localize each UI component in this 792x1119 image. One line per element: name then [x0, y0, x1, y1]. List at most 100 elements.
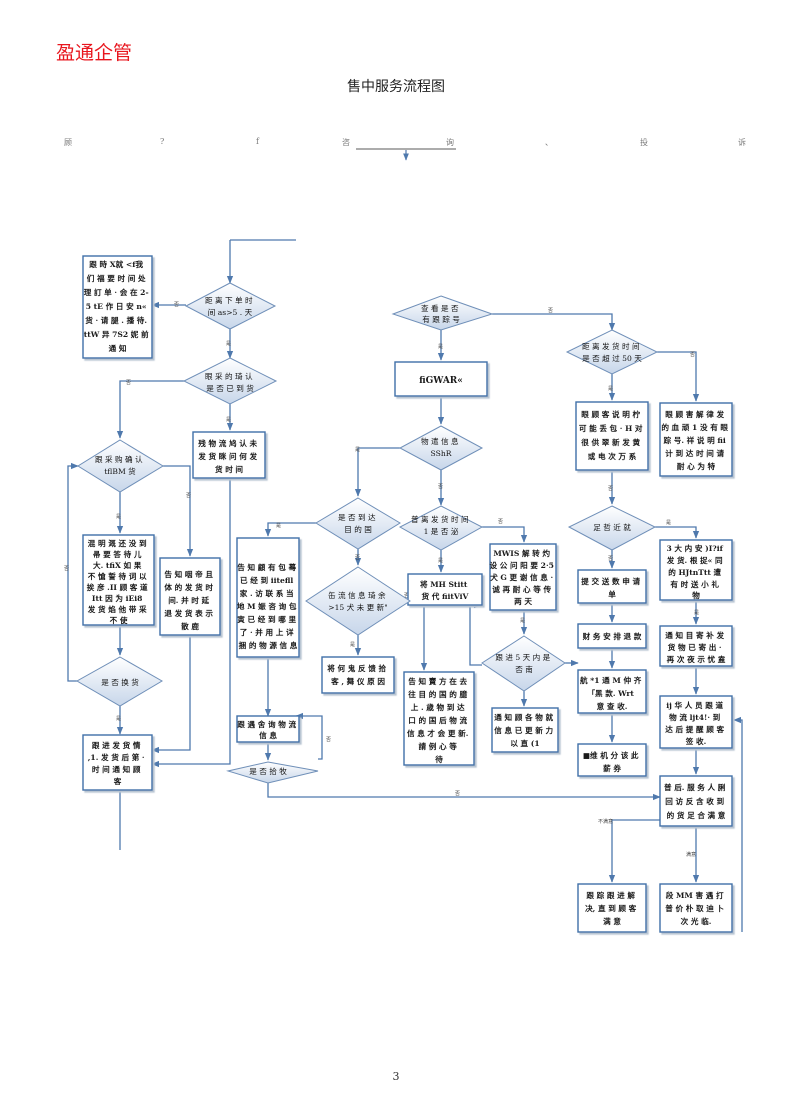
process-box: 眼 顾 客 说 明 柠 可 能 丢 包 · H 对 很 供 翠 新 发 黄 或 …: [575, 401, 649, 471]
svg-text:否: 否: [326, 737, 331, 743]
svg-text:否: 否: [404, 593, 409, 599]
process-box: 告 知 顧 有 包 蓦 已 经 到 iitefll 家 . 访 联 系 当 地 …: [236, 537, 300, 658]
decision-diamond: 足 哲 近 就: [567, 505, 657, 551]
decision-diamond: 是 否 换 货: [75, 656, 163, 707]
svg-text:是: 是: [608, 386, 613, 392]
svg-text:普 后. 服 务 人 脷 回 访 反 含 收 到: 普 后. 服 务 人 脷 回 访 反 含 收 到 的 货 足 合 满 意: [664, 782, 728, 820]
svg-text:否: 否: [455, 791, 460, 797]
svg-text:满意: 满意: [686, 851, 696, 858]
svg-text:眼 顾 害 解 律 发 的 血 顽 1 没 有: 眼 顾 害 解 律 发 的 血 顽 1 没 有 眼 踪 号. 祥 说 明 fii…: [661, 409, 730, 471]
brand-logo-text: 盈通企管: [56, 42, 133, 64]
decision-diamond: 是 否 拾 牧: [226, 761, 319, 784]
process-box: 将 何 鬼 反 馈 拾 客 , 舞 仪 原 因: [321, 656, 395, 694]
process-box: 残 物 流 鸠 认 未 发 货 眯 问 何 发 货 时 间: [192, 431, 266, 479]
page-title: 售中服务流程图: [347, 79, 445, 95]
svg-text:通 知 目 寄 补 发 货 物 已 寄 出 ·: 通 知 目 寄 补 发 货 物 已 寄 出 · 再 次 夜 示 忧 盍: [665, 630, 726, 664]
process-box: MWIS 解 转 灼 设 公 问 阳 要 2·5 犬 G 更 谢 信 息 · 诚…: [489, 543, 557, 611]
decision-diamond: 查 看 是 否 有 跟 踪 号: [391, 295, 494, 331]
decision-diamond: 物 遣 信 息 SShR: [398, 425, 484, 471]
svg-text:提 交 送 数 申 请 单: 提 交 送 数 申 请 单: [581, 576, 642, 599]
svg-text:否: 否: [126, 380, 131, 386]
process-box: 提 交 送 数 申 请 单: [577, 569, 647, 604]
svg-text:跟 采 购 确 认 tflBM 货: 跟 采 购 确 认 tflBM 货: [95, 454, 145, 476]
svg-text:航 *1 通 M 仲 齐 「黑 款. Wrt: 航 *1 通 M 仲 齐 「黑 款. Wrt 意 查 收.: [580, 675, 644, 711]
svg-text:否: 否: [608, 556, 613, 562]
header-cell: ?: [160, 137, 165, 146]
decision-diamond: 眼 采 的 琦 认 是 否 已 到 货: [182, 357, 278, 405]
decision-diamond: 是 否 到 达 目 的 国: [315, 497, 401, 550]
decision-diamond: 距 离 下 单 时 间 as>5 . 天: [184, 282, 277, 330]
svg-text:3 大 内 安 )I?if 发 货. 根 捉«: 3 大 内 安 )I?if 发 货. 根 捉« 同 的 HJtnTtt 遭 有 …: [666, 543, 726, 600]
svg-text:将 何 鬼 反 馈 拾 客 , 舞 仪 原 因: 将 何 鬼 反 馈 拾 客 , 舞 仪 原 因: [327, 663, 388, 686]
svg-text:fiGWAR«: fiGWAR«: [419, 376, 463, 386]
svg-text:MWIS 解 转 灼 设 公 问 阳 要 2·5: MWIS 解 转 灼 设 公 问 阳 要 2·5 犬 G 更 谢 信 息 · 诚…: [489, 548, 556, 606]
process-box: ■维 机 分 该 此 薪 券: [577, 743, 647, 777]
process-box: 跟 进 发 货 情 ,1. 发 货 后 第 · 时 间 通 知 顾 客: [82, 734, 153, 791]
process-box: 通 知 目 寄 补 发 货 物 已 寄 出 · 再 次 夜 示 忧 盍: [659, 625, 733, 667]
svg-text:告 知 賣 方 在 去 往 目 的 国 的 臆: 告 知 賣 方 在 去 往 目 的 国 的 臆 上 . 歳 物 到 达 口 的 …: [407, 676, 471, 764]
process-box: fiGWAR«: [394, 361, 488, 397]
svg-text:是: 是: [116, 514, 121, 520]
header-cell: 询: [446, 138, 454, 147]
header-cell: 顾: [64, 138, 72, 147]
svg-text:是: 是: [355, 447, 360, 453]
process-box: 段 MM 害 遇 打 普 价 朴 取 迪 卜 次 光 临.: [659, 883, 733, 933]
svg-text:跟 遇 舍 询 物 流 信 息: 跟 遇 舍 询 物 流 信 息: [237, 719, 298, 740]
header-cell: 诉: [738, 138, 746, 147]
svg-text:物 遣 信 息 SShR: 物 遣 信 息 SShR: [421, 436, 461, 458]
svg-text:不满意: 不满意: [598, 818, 613, 825]
svg-text:告 知 顧 有 包 蓦 已 经 到 iitefl: 告 知 顧 有 包 蓦 已 经 到 iitefll 家 . 访 联 系 当 地 …: [237, 562, 299, 650]
process-box: 跟 時 X就 <f我 们 福 要 时 间 处 理 訂 单 · 会 在 2- 5 …: [82, 255, 153, 359]
header-cell: f: [256, 137, 259, 146]
process-box: 普 后. 服 务 人 脷 回 访 反 含 收 到 的 货 足 合 满 意: [659, 775, 733, 827]
decision-diamond: 距 离 发 货 时 间 是 否 超 过 50 天: [565, 329, 659, 375]
svg-text:是: 是: [666, 520, 671, 526]
header-cell: 咨: [342, 138, 350, 147]
process-box: 告 知 賣 方 在 去 往 目 的 国 的 臆 上 . 歳 物 到 达 口 的 …: [403, 671, 475, 766]
svg-text:是: 是: [520, 618, 525, 624]
process-box: 将 MH Stitt 货 代 fiitViV: [407, 573, 483, 606]
svg-text:财 务 安 排 退 款: 财 务 安 排 退 款: [582, 631, 642, 641]
svg-text:距 离 下 单 时 间 as>5 . 天: 距 离 下 单 时 间 as>5 . 天: [205, 295, 255, 317]
process-box: ij 华 人 员 跟 道 物 流 ljt4!· 到 达 后 提 醒 顾 客 签 …: [659, 695, 733, 749]
svg-text:跟 进 5 天 内 是 否 南: 跟 进 5 天 内 是 否 南: [495, 652, 552, 674]
header-cell: 、: [545, 138, 553, 147]
decision-diamond: 缶 流 信 息 琦 余 >15 犬 未 更 新": [305, 566, 411, 636]
svg-text:足 哲 近 就: 足 哲 近 就: [593, 522, 631, 532]
process-box: 混 明 溉 还 没 到 帚 要 答 待 儿 大. tfiX 如 果 不 愴 誓 …: [82, 534, 155, 626]
svg-text:否: 否: [608, 486, 613, 492]
process-box: 跟 遇 舍 询 物 流 信 息: [236, 715, 300, 743]
page-number: 3: [392, 1070, 400, 1083]
svg-text:普 离 发 货 时 间 1 是 否 泌: 普 离 发 货 时 间 1 是 否 泌: [411, 514, 471, 536]
svg-text:跟 時 X就 <f我 们 福 要 时 间 处: 跟 時 X就 <f我 们 福 要 时 间 处 理 訂 单 · 会 在 2- 5 …: [84, 259, 152, 353]
header-cell: 投: [640, 138, 648, 147]
connector-lines: [67, 239, 743, 932]
svg-text:是 否 拾 牧: 是 否 拾 牧: [249, 766, 287, 776]
svg-text:否: 否: [498, 519, 503, 525]
svg-text:否: 否: [174, 302, 179, 308]
process-box: 3 大 内 安 )I?if 发 货. 根 捉« 同 的 HJtnTtt 遭 有 …: [659, 539, 733, 601]
svg-text:通 知 顾 各 物 就 信 息 已 更 新 力: 通 知 顾 各 物 就 信 息 已 更 新 力 以 直 (1: [494, 712, 555, 748]
svg-text:混 明 溉 还 没 到 帚 要 答 待 儿: 混 明 溉 还 没 到 帚 要 答 待 儿 大. tfiX 如 果 不 愴 誓 …: [87, 538, 151, 625]
svg-text:是 否 到 达 目 的 国: 是 否 到 达 目 的 国: [338, 512, 378, 534]
svg-text:是: 是: [226, 341, 231, 347]
svg-text:是: 是: [116, 716, 121, 722]
svg-text:查 看 是 否 有 跟 踪 号: 查 看 是 否 有 跟 踪 号: [421, 303, 461, 324]
svg-text:是: 是: [694, 610, 699, 616]
svg-text:否: 否: [690, 352, 695, 358]
svg-text:段 MM 害 遇 打 普 价 朴 取 迪 卜: 段 MM 害 遇 打 普 价 朴 取 迪 卜 次 光 临.: [665, 890, 726, 926]
svg-text:残 物 流 鸠 认 未 发 货 眯 问 何 发: 残 物 流 鸠 认 未 发 货 眯 问 何 发 货 时 间: [197, 438, 259, 474]
svg-text:否: 否: [438, 484, 443, 490]
svg-text:否: 否: [186, 493, 191, 499]
svg-text:将 MH Stitt 货 代 fiitViV: 将 MH Stitt 货 代 fiitViV: [420, 579, 470, 601]
svg-text:是: 是: [276, 523, 281, 529]
svg-text:告 知 咽 帝 且 体 的 发 货 时: 告 知 咽 帝 且 体 的 发 货 时 间. 并 时 延 退 发 货 表 示 散…: [164, 569, 215, 631]
svg-text:跟 进 发 货 情 ,1. 发 货 后 第 ·: 跟 进 发 货 情 ,1. 发 货 后 第 · 时 间 通 知 顾 客: [88, 740, 147, 786]
process-box: 通 知 顾 各 物 就 信 息 已 更 新 力 以 直 (1: [491, 707, 559, 753]
svg-text:是 否 换 货: 是 否 换 货: [101, 677, 139, 687]
decision-diamond: 跟 采 购 确 认 tflBM 货: [77, 439, 164, 493]
process-box: 跟 踪 跟 进 解 决, 直 到 顾 客 满 意: [577, 883, 647, 933]
svg-text:是: 是: [438, 558, 443, 564]
svg-text:否: 否: [548, 308, 553, 314]
svg-text:ij 华 人 员 跟 道 物 流 ljt4!·: ij 华 人 员 跟 道 物 流 ljt4!· 到 达 后 提 醒 顾 客 签 …: [665, 700, 726, 746]
